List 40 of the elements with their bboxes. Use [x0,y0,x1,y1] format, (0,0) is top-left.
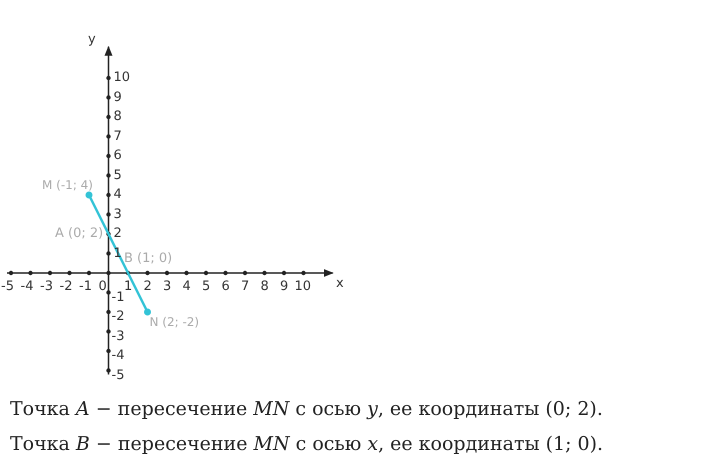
tick-label: 7 [241,279,250,294]
tick-label: 1 [114,246,122,260]
tick-label: 6 [222,279,230,294]
tick-label: 4 [114,187,122,202]
tick-label: -4 [112,348,124,363]
tick-label: 9 [280,279,288,294]
axis-label: y [88,32,96,47]
sentence: Точка B − пересечение MN с осью x, ее координаты (1; 0). [10,433,604,455]
tick-label: 4 [182,279,191,294]
tick-label: 8 [260,279,269,294]
sentence: Точка A − пересечение MN с осью y, ее координаты (0; 2). [10,398,603,420]
point-label: A (0; 2) [55,226,104,241]
tick-label: 8 [114,109,122,124]
axis-label: x [336,276,344,291]
tick-label: 1 [124,279,132,294]
tick-label: 3 [163,279,172,294]
tick-label: -2 [60,279,72,294]
tick-label: -3 [40,279,53,294]
tick-label: -5 [1,279,14,294]
tick-label: 6 [114,148,122,163]
tick-label: -1 [112,290,124,304]
tick-label: -2 [112,309,124,324]
line-segment [86,192,151,316]
tick-label: 9 [114,90,122,104]
point-label: B (1; 0) [124,251,172,266]
tick-label: 0 [98,279,107,294]
tick-label: 5 [114,168,122,182]
tick-label: -4 [20,279,34,294]
tick-label: -3 [112,328,124,344]
tick-label: 10 [294,279,312,294]
point-label: N (2; -2) [150,315,200,329]
tick-label: 2 [114,226,122,241]
tick-label: -1 [79,279,92,294]
tick-label: 5 [202,279,210,294]
tick-label: 7 [114,128,122,144]
tick-label: -5 [112,368,124,382]
tick-label: 2 [144,279,152,294]
tick-label: 10 [114,70,130,85]
tick-label: 3 [114,206,122,222]
point-label: M (-1; 4) [42,178,93,192]
